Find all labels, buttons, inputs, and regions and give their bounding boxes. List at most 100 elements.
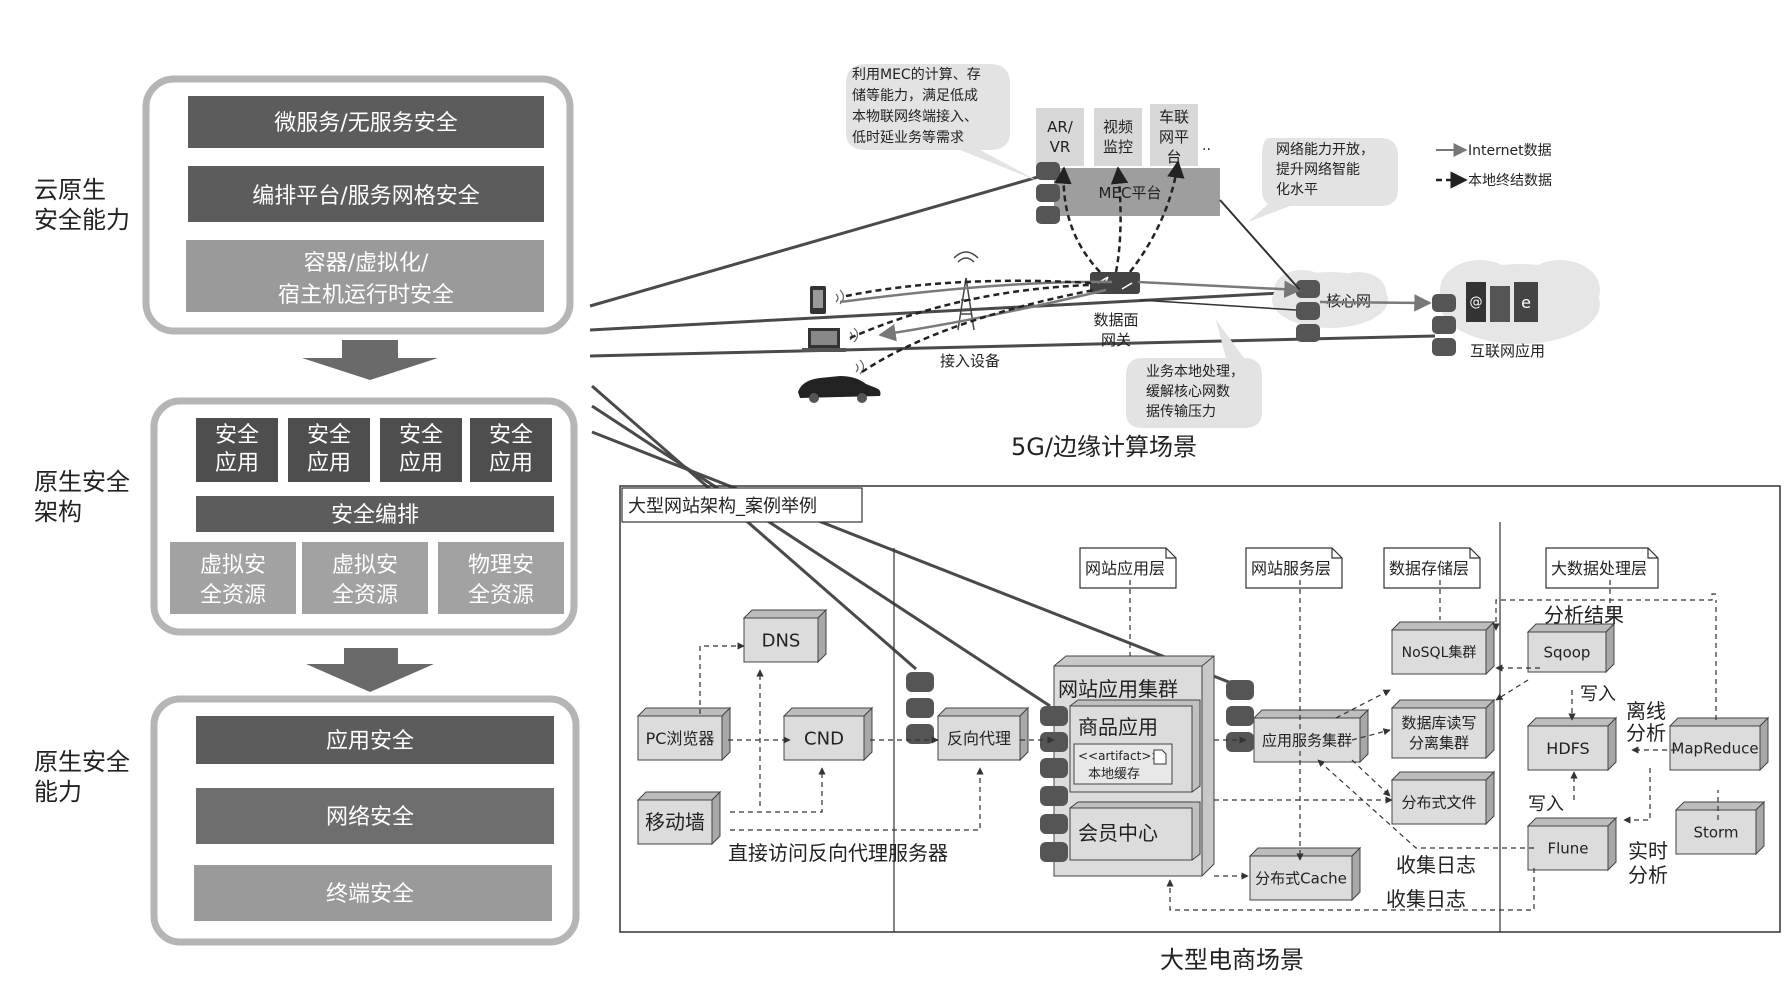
security-app-label: 安全 — [399, 423, 443, 448]
dns-box: DNS — [742, 608, 828, 664]
ecommerce-scene-title: 大型电商场景 — [1160, 946, 1304, 974]
member-center-label: 会员中心 — [1078, 821, 1158, 845]
down-arrow-icon — [302, 340, 438, 380]
product-app-label: 商品应用 — [1078, 715, 1158, 739]
dist-cache-label: 分布式Cache — [1255, 869, 1347, 887]
section1-label-line1: 云原生 — [34, 176, 106, 204]
cloud-native-security-capability: 云原生 安全能力 微服务/无服务安全 编排平台/服务网格安全 容器/虚拟化/ 宿… — [34, 75, 574, 335]
security-app-label: 安全 — [307, 423, 351, 448]
iov-platform-box — [1150, 104, 1198, 166]
security-app-label: 应用 — [215, 451, 259, 476]
ecommerce-flows — [699, 580, 1719, 911]
network-callout-line1: 网络能力开放， — [1276, 142, 1374, 158]
runtime-security-box — [186, 240, 544, 312]
pc-browser-label: PC浏览器 — [646, 729, 715, 748]
mec-callout-line4: 低时延业务等需求 — [852, 129, 964, 146]
security-resource-box — [302, 542, 428, 614]
layer-label: 数据存储层 — [1389, 559, 1469, 578]
app-security-label: 应用安全 — [326, 729, 414, 754]
apps-more-ellipsis: .. — [1202, 138, 1211, 154]
ecommerce-frame-title-box — [621, 487, 863, 523]
layer-label-box — [1245, 547, 1343, 589]
layer-label-box — [1545, 547, 1659, 589]
internet-cloud-icon — [1440, 260, 1600, 344]
local-callout — [1126, 320, 1262, 428]
legend-local-label: 本地终结数据 — [1468, 173, 1552, 189]
video-monitor-box — [1094, 108, 1142, 166]
ar-vr-label-line1: AR/ — [1047, 118, 1074, 136]
runtime-security-label-line2: 宿主机运行时安全 — [278, 283, 454, 308]
layer-label-box — [1383, 547, 1481, 589]
layer-label: 网站应用层 — [1085, 559, 1165, 578]
layer-label: 大数据处理层 — [1551, 559, 1647, 578]
iov-platform-label-line2: 网平 — [1159, 128, 1189, 146]
left-panel: 云原生 安全能力 微服务/无服务安全 编排平台/服务网格安全 容器/虚拟化/ 宿… — [34, 75, 580, 946]
cnd-label: CND — [804, 728, 844, 749]
gateway-label-line1: 数据面 — [1093, 311, 1138, 329]
security-app-label: 安全 — [215, 423, 259, 448]
connector-lines — [589, 173, 1436, 708]
security-app-label: 应用 — [307, 451, 351, 476]
gateway-label-line2: 网关 — [1101, 331, 1131, 349]
app-security-box — [196, 716, 554, 764]
write-label-1: 写入 — [1580, 684, 1616, 705]
analysis-result-label: 分析结果 — [1544, 603, 1624, 627]
sqoop-label: Sqoop — [1544, 643, 1591, 661]
edge-scene: 利用MEC的计算、存 储等能力，满足低成 本物联网终端接入、 低时延业务等需求 … — [798, 64, 1600, 461]
cnd-box: CND — [782, 706, 874, 762]
service-cluster-label: 应用服务集群 — [1262, 731, 1352, 749]
direct-access-label: 直接访问反向代理服务器 — [728, 841, 948, 865]
member-center-box — [1069, 807, 1193, 861]
connector-line — [591, 404, 1051, 708]
ar-vr-label-line2: VR — [1050, 138, 1071, 156]
terminal-security-box — [194, 865, 552, 921]
section3-label-line1: 原生安全 — [34, 748, 130, 776]
network-security-box — [196, 788, 554, 844]
security-app-box — [196, 418, 278, 482]
orchestration-security-box — [188, 166, 544, 222]
write-label-2: 写入 — [1528, 794, 1564, 815]
internet-data-flows — [839, 280, 1432, 342]
ecommerce-frame-title: 大型网站架构_案例举例 — [628, 496, 817, 517]
svg-text:@: @ — [1470, 295, 1483, 310]
dist-file-label: 分布式文件 — [1401, 793, 1476, 811]
reverse-proxy-box: 反向代理 — [936, 706, 1030, 762]
flume-box: Flune — [1526, 816, 1618, 872]
app-cluster-box: 网站应用集群 商品应用 <<artifact>> 本地缓存 会员中心 — [1053, 655, 1215, 877]
mapreduce-label: MapReduce — [1671, 739, 1758, 757]
mec-callout-line1: 利用MEC的计算、存 — [852, 67, 981, 83]
internet-apps-label: 互联网应用 — [1470, 342, 1545, 360]
mec-port-icon — [1036, 162, 1060, 224]
network-callout — [1248, 138, 1398, 222]
microservice-security-box — [188, 96, 544, 148]
offline-analysis-label-line2: 分析 — [1626, 721, 1666, 745]
local-callout-line3: 据传输压力 — [1146, 404, 1216, 420]
local-callout-line1: 业务本地处理， — [1146, 364, 1244, 380]
edge-scene-title: 5G/边缘计算场景 — [1011, 433, 1197, 461]
collect-log-label-1: 收集日志 — [1396, 853, 1476, 877]
security-resource-label: 虚拟安 — [200, 553, 266, 578]
artifact-label: <<artifact>> — [1078, 749, 1161, 763]
service-port-icon — [1226, 680, 1254, 752]
mec-callout-line3: 本物联网终端接入、 — [852, 108, 978, 125]
down-arrow-icon — [306, 648, 434, 692]
mobile-label: 移动墙 — [645, 810, 705, 834]
nosql-label: NoSQL集群 — [1402, 644, 1477, 661]
car-icon — [798, 376, 881, 403]
mec-platform-box — [1054, 168, 1220, 216]
runtime-security-label-line1: 容器/虚拟化/ — [304, 251, 429, 276]
security-resource-box — [438, 542, 564, 614]
mapreduce-box: MapReduce — [1668, 716, 1770, 772]
security-app-box — [470, 418, 552, 482]
dist-file-box: 分布式文件 — [1390, 770, 1496, 826]
microservice-security-label: 微服务/无服务安全 — [274, 111, 457, 136]
security-resource-label: 全资源 — [200, 583, 266, 608]
connector-line — [589, 173, 1046, 308]
terminal-security-label: 终端安全 — [326, 882, 414, 907]
network-callout-line2: 提升网络智能 — [1276, 162, 1360, 178]
native-security-capability: 原生安全 能力 应用安全 网络安全 终端安全 — [34, 695, 580, 946]
network-callout-line3: 化水平 — [1276, 182, 1318, 198]
local-callout-line2: 缓解核心网数 — [1146, 384, 1230, 400]
security-app-label: 安全 — [489, 423, 533, 448]
